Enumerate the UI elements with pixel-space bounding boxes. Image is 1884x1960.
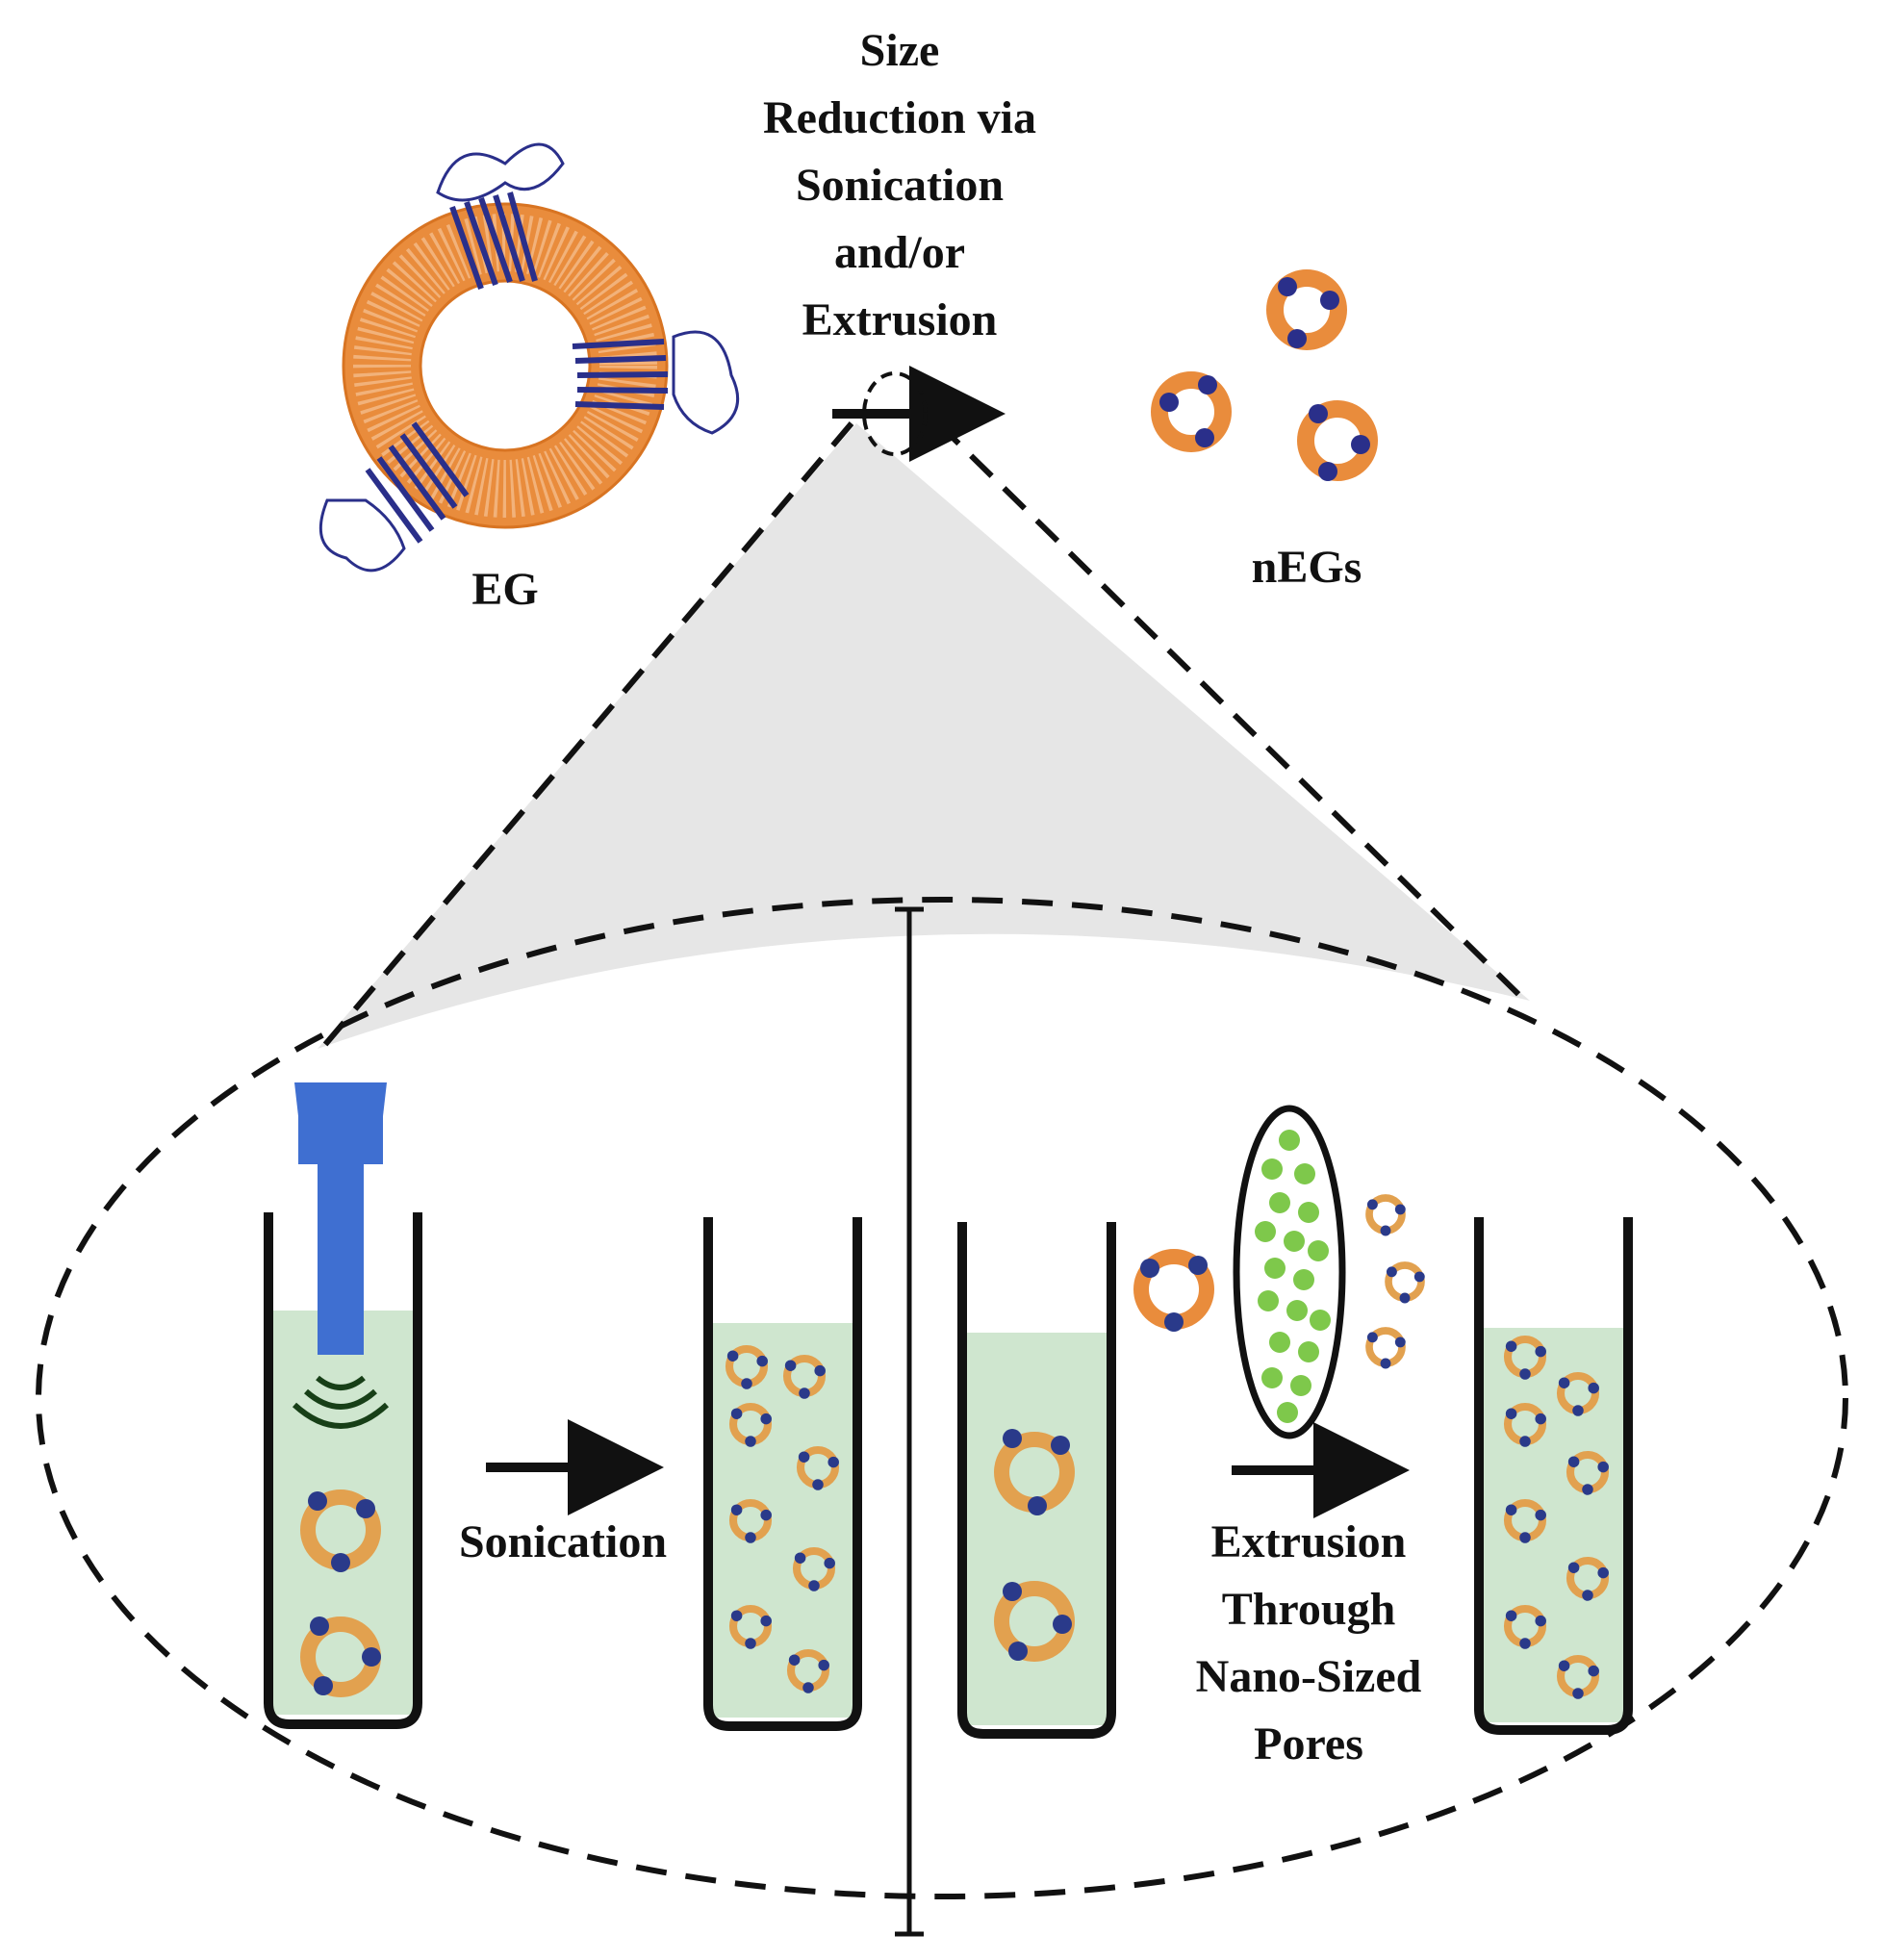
neg-in-tube-2-5: [792, 1546, 836, 1591]
pore-dot-15: [1261, 1367, 1283, 1388]
process-title-line-5: Extrusion: [802, 294, 998, 345]
neg-in-tube-2-2: [728, 1402, 773, 1447]
neg-in-tube-2-0: [725, 1344, 769, 1389]
eg-in-tube-1: [300, 1489, 381, 1572]
pore-dot-2: [1294, 1163, 1315, 1184]
zoom-ellipse: [36, 897, 1848, 1899]
neg-in-tube-4-5: [1566, 1556, 1610, 1601]
neg-in-tube-2-4: [728, 1498, 773, 1543]
pore-dot-10: [1258, 1290, 1279, 1311]
process-title-line-3: Sonication: [796, 160, 1004, 211]
pore-dot-1: [1261, 1158, 1283, 1180]
neg-in-tube-4-3: [1566, 1450, 1610, 1495]
eg-vesicle: [318, 142, 740, 573]
neg-in-tube-4-2: [1503, 1402, 1547, 1447]
extruded-neg-2: [1365, 1327, 1406, 1369]
pore-dot-9: [1293, 1269, 1314, 1290]
pore-dot-8: [1264, 1258, 1286, 1279]
size-reduction-arrow: [832, 366, 1006, 462]
sonication-label: Sonication: [459, 1516, 667, 1567]
pore-dot-13: [1269, 1332, 1290, 1353]
process-title-line-4: and/or: [834, 227, 965, 278]
process-title-line-2: Reduction via: [763, 92, 1036, 143]
extrusion-label-line-1: Extrusion: [1211, 1516, 1407, 1567]
extruded-negs: [1365, 1194, 1425, 1369]
tube-after-extrusion: [1474, 1217, 1633, 1735]
pore-dot-3: [1269, 1192, 1290, 1213]
neg-in-tube-2-6: [728, 1604, 773, 1649]
pore-dot-4: [1298, 1202, 1319, 1223]
extruded-neg-1: [1385, 1261, 1425, 1304]
eg-label: EG: [471, 564, 538, 615]
neg-in-tube-4-7: [1556, 1654, 1600, 1699]
eg-in-tube-3b: [994, 1581, 1075, 1662]
tube-before-extrusion: [957, 1222, 1116, 1739]
sound-waves-icon: [292, 1375, 390, 1429]
neg-in-tube-4-6: [1503, 1604, 1547, 1649]
membrane-pores: [1255, 1130, 1331, 1423]
negs-label: nEGs: [1252, 542, 1362, 593]
neg-vesicle-top: [1266, 269, 1347, 350]
eg-in-tube-2: [300, 1616, 381, 1697]
eg-protein-top: [436, 142, 565, 290]
neg-in-tube-2-7: [786, 1648, 830, 1693]
neg-in-tube-4-0: [1503, 1335, 1547, 1380]
pore-dot-17: [1277, 1402, 1298, 1423]
eg-in-tube-3a: [994, 1429, 1075, 1515]
tube-2-negs: [725, 1344, 840, 1693]
sonicator-probe: [294, 1082, 387, 1355]
neg-vesicle-right: [1297, 400, 1378, 481]
tube-after-sonication: [703, 1217, 862, 1731]
pore-dot-11: [1286, 1300, 1308, 1321]
pore-dot-5: [1255, 1221, 1276, 1242]
extrusion-label-line-3: Nano-Sized: [1196, 1651, 1422, 1702]
extrusion-label-line-2: Through: [1222, 1584, 1396, 1635]
eg-protein-right: [572, 330, 740, 435]
tube-before-sonication: [264, 1082, 422, 1729]
zoom-cone: [318, 423, 1530, 1049]
eg-entering-extruder: [1133, 1249, 1214, 1332]
pore-dot-16: [1290, 1375, 1311, 1396]
extrusion-label-line-4: Pores: [1254, 1718, 1363, 1769]
neg-in-tube-2-1: [782, 1354, 827, 1399]
extruded-neg-0: [1365, 1194, 1406, 1236]
tube-4-negs: [1503, 1335, 1610, 1699]
pore-dot-14: [1298, 1341, 1319, 1362]
process-title-line-1: Size: [860, 25, 940, 76]
neg-in-tube-4-1: [1556, 1371, 1600, 1416]
pore-dot-7: [1308, 1240, 1329, 1261]
pore-dot-6: [1284, 1231, 1305, 1252]
pore-dot-0: [1279, 1130, 1300, 1151]
eg-protein-bottom-left: [318, 421, 470, 573]
pore-dot-12: [1310, 1310, 1331, 1331]
neg-vesicle-left: [1151, 371, 1232, 452]
extrusion-membrane: [1233, 1105, 1346, 1439]
method-divider: [895, 906, 924, 1937]
neg-in-tube-4-4: [1503, 1498, 1547, 1543]
neg-in-tube-2-3: [796, 1445, 840, 1490]
